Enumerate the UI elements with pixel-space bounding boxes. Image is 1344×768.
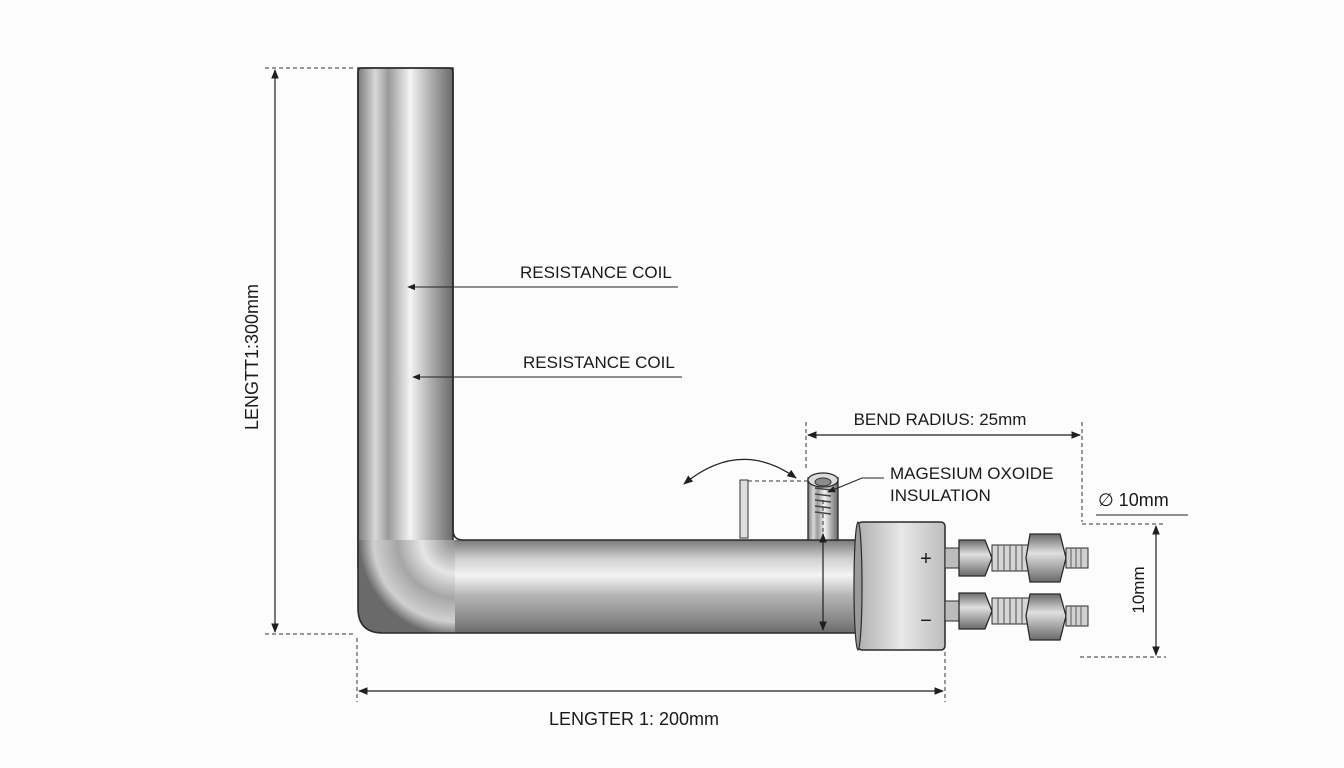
terminal-bolt-negative: [944, 592, 1089, 641]
mounting-bracket: [739, 479, 749, 539]
vertical-length-label: LENGTT1:300mm: [242, 284, 262, 430]
bend-radius-label: BEND RADIUS: 25mm: [854, 410, 1027, 429]
tube-vertical-leg: [357, 67, 454, 569]
horizontal-length-label: LENGTER 1: 200mm: [549, 709, 719, 729]
coil-label-1: RESISTANCE COIL: [520, 263, 672, 282]
tube-bend: [358, 540, 455, 633]
terminal-gap-label: 10mm: [1129, 566, 1148, 613]
rotation-arrow: [683, 458, 797, 485]
insulation-label-line1: MAGESIUM OXOIDE: [890, 464, 1053, 483]
terminal-minus-label: −: [920, 610, 932, 632]
tube-horizontal-leg: [455, 540, 860, 633]
tube-outline: [357, 72, 860, 634]
insulation-leader: [827, 477, 884, 493]
terminal-plus-label: +: [920, 548, 932, 570]
terminal-block: [853, 521, 946, 651]
diameter-label: ∅ 10mm: [1098, 490, 1169, 510]
insulation-label-line2: INSULATION: [890, 486, 991, 505]
terminal-bolt-positive: [944, 533, 1089, 583]
coil-label-2: RESISTANCE COIL: [523, 353, 675, 372]
